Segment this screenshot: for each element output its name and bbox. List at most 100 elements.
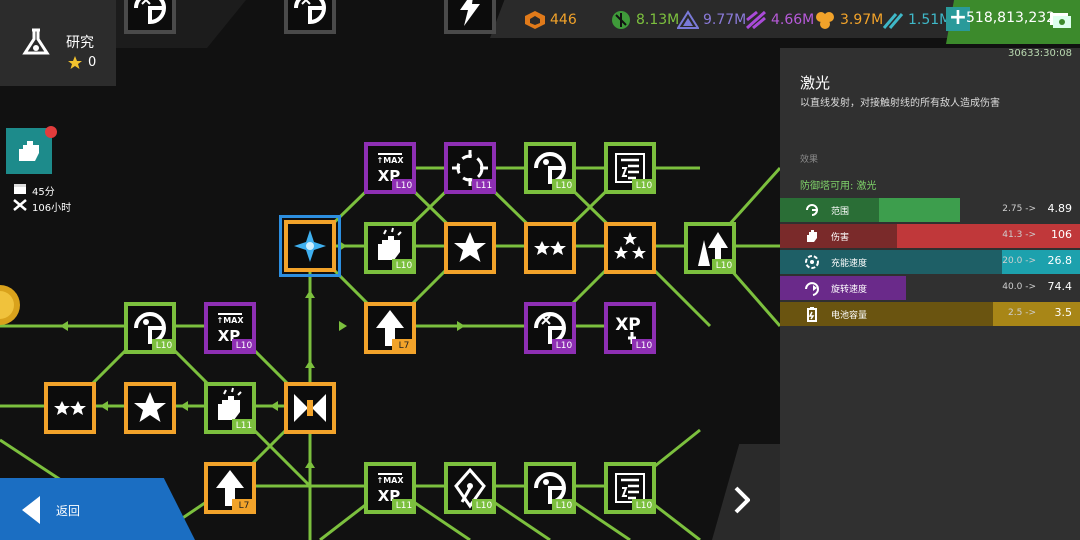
research-node[interactable] (124, 382, 176, 434)
resource-3: 4.66M (745, 10, 814, 30)
node-level-badge: L10 (632, 179, 656, 194)
node-level-badge: L10 (552, 499, 576, 514)
research-node[interactable]: L11 (444, 142, 496, 194)
panel-title: 激光 (800, 74, 831, 92)
tower-available: 防御塔可用: 激光 (800, 181, 877, 192)
node-level-badge: L10 (472, 499, 496, 514)
research-node[interactable]: L7 (204, 462, 256, 514)
research-node[interactable]: L10 (684, 222, 736, 274)
back-arrow-icon (22, 496, 40, 524)
star-icon (454, 232, 486, 262)
bowtie-icon (294, 394, 326, 422)
stat-old-value: 2.5 -> (1008, 308, 1036, 318)
stat-old-value: 2.75 -> (1002, 204, 1036, 214)
research-node[interactable] (284, 382, 336, 434)
star-count: 0 (88, 55, 97, 70)
stat-gain-bar (879, 198, 960, 222)
charge-speed-icon (805, 255, 819, 269)
stat-new-value: 26.8 (1047, 254, 1073, 267)
node-level-badge: L10 (152, 339, 176, 354)
stat-base-bar (780, 224, 897, 248)
chest-icon (14, 184, 26, 194)
stat-label: 旋转速度 (831, 285, 868, 295)
stat-new-value: 106 (1051, 228, 1072, 241)
timer: 30633:30:08 (1008, 48, 1072, 59)
notification-dot (45, 126, 57, 138)
pen-icon (454, 467, 486, 509)
research-node[interactable]: L10 (524, 302, 576, 354)
research-node[interactable] (44, 382, 96, 434)
research-node[interactable]: L10 (524, 462, 576, 514)
node-level-badge: L10 (632, 499, 656, 514)
green-crystal-icon (612, 11, 630, 29)
battery-icon (807, 307, 817, 322)
research-node[interactable] (284, 0, 336, 34)
add-money-button[interactable]: + (946, 7, 970, 31)
crosshair-icon (452, 150, 488, 186)
research-node[interactable]: L10 (604, 462, 656, 514)
lab-button[interactable] (6, 128, 52, 174)
research-flask-icon (22, 28, 50, 55)
stat-new-value: 3.5 (1054, 306, 1073, 319)
res4-value: 3.97M (840, 12, 884, 28)
research-node[interactable] (279, 215, 341, 277)
resource-5: 1.51M (882, 10, 951, 30)
damage-fist-icon (19, 141, 39, 161)
gem-icon (525, 11, 545, 29)
svg-text:XP: XP (615, 315, 641, 335)
arrow-up-icon (216, 470, 244, 506)
rotation-speed-icon (805, 282, 819, 296)
cash-icon (1050, 13, 1071, 28)
star-icon (68, 56, 82, 69)
stat-gain-bar (897, 224, 1080, 248)
damage-fist-icon (807, 230, 817, 242)
two-stars-icon (54, 401, 86, 415)
list-icon (615, 473, 645, 503)
list-icon (615, 153, 645, 183)
three-stars-icon (614, 232, 646, 259)
research-node[interactable]: L10 (364, 222, 416, 274)
research-node[interactable]: L11 (204, 382, 256, 434)
effects-label: 效果 (800, 155, 819, 165)
stat-base-bar (780, 276, 906, 300)
research-node[interactable] (444, 0, 496, 34)
tower-up-icon (698, 232, 728, 266)
stat-row: 范围 2.75 -> 4.89 (780, 198, 1080, 222)
laser-icon (294, 230, 326, 262)
range-icon (806, 204, 818, 216)
node-level-badge: L10 (232, 339, 256, 354)
back-label: 返回 (56, 504, 81, 518)
res5-value: 1.51M (908, 12, 952, 28)
research-node[interactable]: L10 (524, 142, 576, 194)
money-value: 518,813,232 (966, 10, 1056, 26)
research-node[interactable] (524, 222, 576, 274)
damage-up-icon (294, 0, 326, 25)
research-node[interactable] (604, 222, 656, 274)
research-node[interactable]: L7 (364, 302, 416, 354)
purple-stripes-icon (746, 10, 766, 30)
resource-1: 8.13M (610, 10, 679, 30)
chevron-right-icon (734, 486, 750, 514)
lab-time-minutes: 45分 (32, 187, 55, 198)
research-node[interactable]: L10 (444, 462, 496, 514)
fist-icon (378, 227, 402, 260)
research-node[interactable] (124, 0, 176, 34)
header-left-panel (0, 0, 116, 86)
research-node[interactable]: L10 (604, 142, 656, 194)
research-node[interactable]: L10 (124, 302, 176, 354)
stat-new-value: 4.89 (1047, 202, 1073, 215)
stat-label: 电池容量 (831, 311, 868, 321)
stat-label: 范围 (831, 207, 850, 217)
stat-old-value: 41.3 -> (1002, 230, 1036, 240)
svg-text:↑MAX: ↑MAX (376, 476, 404, 485)
node-level-badge: L7 (232, 499, 256, 514)
research-node[interactable] (444, 222, 496, 274)
res3-value: 4.66M (771, 12, 815, 28)
